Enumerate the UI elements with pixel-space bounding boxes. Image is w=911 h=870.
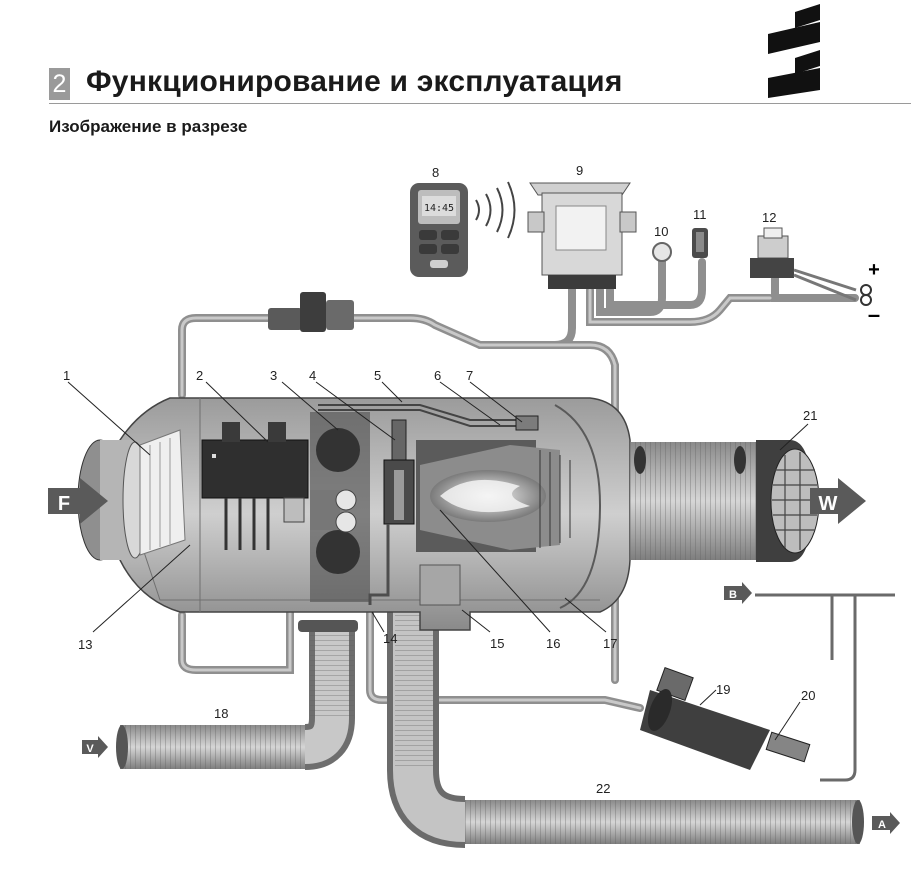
- page-title: Функционирование и эксплуатация: [86, 65, 623, 98]
- flow-label-F: F: [58, 493, 70, 515]
- fuel-filter: [765, 731, 811, 763]
- combustion-air-blower: [310, 412, 370, 602]
- flow-label-V: V: [86, 743, 94, 755]
- callout-20: 20: [801, 688, 815, 703]
- fuel-line: [368, 524, 390, 605]
- combustion-air-intake-hose: [116, 625, 355, 770]
- positive-terminal-label: +: [868, 259, 880, 281]
- remote-display-text: 14:45: [424, 203, 454, 214]
- combustion-chamber: [416, 440, 571, 552]
- callout-1: 1: [63, 368, 70, 383]
- fuel-metering-pump: [640, 666, 770, 770]
- sensor-cable: [318, 404, 520, 427]
- radio-waves-icon: [475, 181, 516, 239]
- control-module-box: [527, 182, 637, 289]
- callout-15: 15: [490, 636, 504, 651]
- harness-connector: [268, 292, 354, 332]
- callout-13: 13: [78, 637, 92, 652]
- callout-5: 5: [374, 368, 381, 383]
- callout-6: 6: [434, 368, 441, 383]
- flow-arrow-W: W: [810, 478, 866, 524]
- flow-label-A: A: [878, 819, 886, 831]
- callout-2: 2: [196, 368, 203, 383]
- section-subtitle: Изображение в разрезе: [49, 117, 248, 136]
- exhaust-hose: [387, 600, 864, 848]
- title-divider: [49, 103, 911, 104]
- fuse-holder: [692, 228, 708, 258]
- callout-11: 11: [693, 207, 707, 222]
- callout-10: 10: [654, 224, 668, 239]
- temperature-sensor-ring: [652, 242, 672, 262]
- flow-label-B: B: [729, 589, 737, 601]
- callout-9: 9: [576, 163, 583, 178]
- callout-17: 17: [603, 636, 617, 651]
- warm-air-outlet-hose: [630, 440, 820, 562]
- callout-14: 14: [383, 631, 397, 646]
- callout-12: 12: [762, 210, 776, 225]
- callout-leaders: [67, 381, 809, 741]
- brand-logo: [768, 4, 820, 98]
- callout-16: 16: [546, 636, 560, 651]
- battery-terminals: [793, 268, 872, 306]
- flow-arrow-F: F: [48, 478, 108, 524]
- callout-21: 21: [803, 408, 817, 423]
- hose-clamp: [298, 620, 358, 632]
- fuel-supply-line: [755, 593, 895, 782]
- callout-19: 19: [716, 682, 730, 697]
- callout-8: 8: [432, 165, 439, 180]
- control-unit-pcb: [201, 422, 309, 550]
- callout-4: 4: [309, 368, 316, 383]
- overheating-sensor: [515, 415, 539, 431]
- callout-labels: 1 2 3 4 5 6 7 8 9 10 11 12 13 14 15 16 1…: [63, 163, 817, 796]
- callout-22: 22: [596, 781, 610, 796]
- flow-arrow-B: B: [724, 582, 752, 604]
- flow-arrow-A: A: [872, 812, 900, 834]
- glow-pin: [383, 419, 415, 525]
- flow-label-W: W: [819, 493, 838, 515]
- exhaust-outlet: [419, 564, 461, 606]
- callout-7: 7: [466, 368, 473, 383]
- negative-terminal-label: –: [868, 302, 880, 327]
- remote-control: 14:45: [410, 183, 468, 277]
- callout-18: 18: [214, 706, 228, 721]
- chapter-number: 2: [49, 68, 70, 100]
- fuse-block: [750, 227, 794, 278]
- flow-arrow-V: V: [82, 736, 108, 758]
- callout-3: 3: [270, 368, 277, 383]
